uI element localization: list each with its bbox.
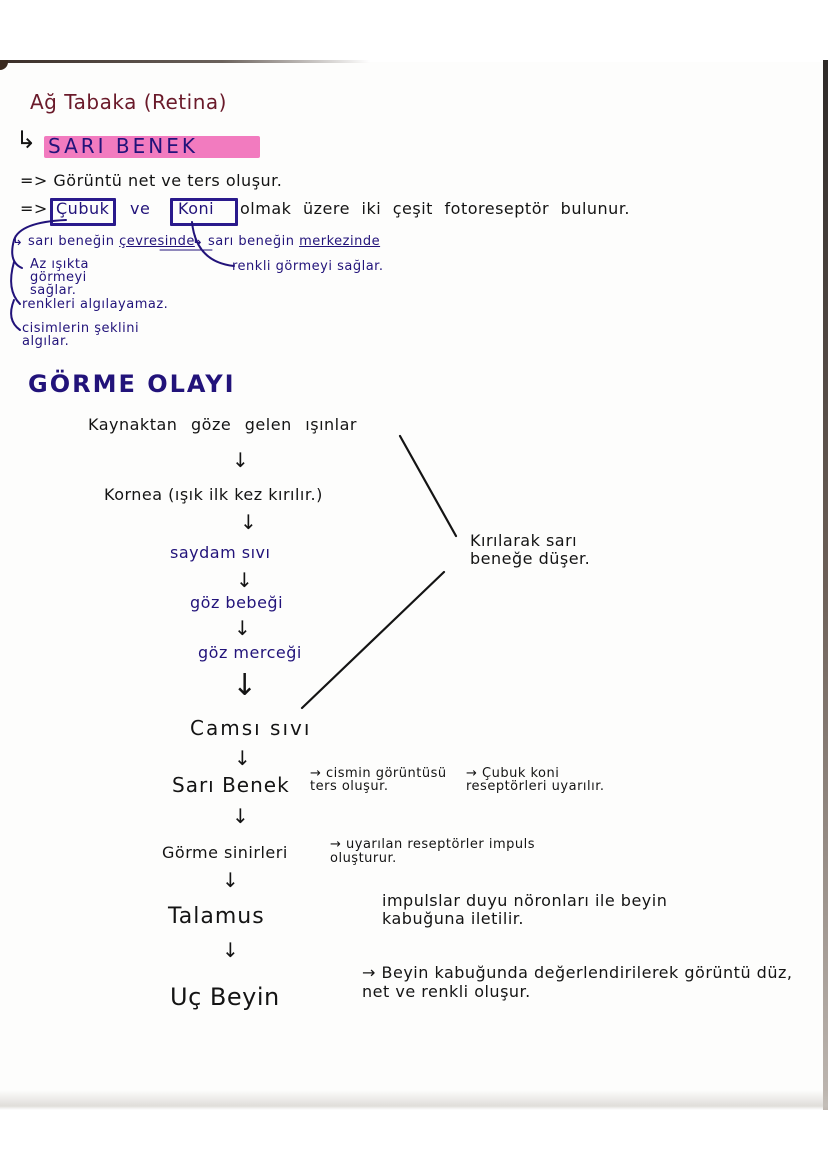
flow-step-8: Görme sinirleri bbox=[162, 843, 288, 862]
bullet-text: olmak üzere iki çeşit fotoreseptör bulun… bbox=[240, 199, 631, 218]
implies-arrow: => bbox=[20, 199, 48, 218]
down-arrow-icon: ↓ bbox=[234, 616, 251, 640]
down-arrow-icon: ↓ bbox=[222, 938, 239, 962]
flow-step-4: göz bebeği bbox=[190, 593, 284, 612]
branch-location: ↳ sarı beneğin bbox=[12, 234, 115, 249]
page-bottom-shadow bbox=[0, 1090, 828, 1110]
flow-note: → Beyin kabuğunda değerlendirilerek görü… bbox=[362, 963, 793, 1002]
flow-step-6: Camsı sıvı bbox=[190, 716, 312, 740]
flow-step-3: saydam sıvı bbox=[170, 543, 271, 562]
word-ve: ve bbox=[130, 199, 151, 218]
pink-highlight bbox=[44, 136, 260, 158]
flow-note: impulslar duyu nöronları ile beyin kabuğ… bbox=[382, 891, 668, 929]
down-arrow-icon: ↓ bbox=[236, 568, 253, 592]
cubuk-item-3: cisimlerin şeklini algılar. bbox=[22, 321, 140, 349]
bullet-text: Görüntü net ve ters oluşur. bbox=[53, 171, 283, 190]
cubuk-item-1: Az ışıkta görmeyi sağlar. bbox=[30, 257, 89, 298]
side-note-kirilarak: Kırılarak sarı beneğe düşer. bbox=[470, 531, 591, 568]
flow-step-10: Uç Beyin bbox=[170, 983, 280, 1011]
notebook-page bbox=[0, 62, 824, 1107]
page-right-edge bbox=[823, 60, 828, 1110]
flow-note: → uyarılan reseptörler impuls oluşturur. bbox=[330, 837, 536, 867]
branch-location: ↳ sarı beneğin bbox=[192, 234, 295, 249]
flow-note: → cismin görüntüsü ters oluşur. bbox=[310, 766, 447, 794]
flow-step-1: Kaynaktan göze gelen ışınlar bbox=[88, 415, 357, 434]
cubuk-item-2: renkleri algılayamaz. bbox=[22, 297, 169, 312]
down-arrow-icon: ↓ bbox=[222, 868, 239, 892]
implies-arrow: => bbox=[20, 171, 48, 190]
flow-step-9: Talamus bbox=[168, 904, 265, 929]
subheading-sari-benek: SARI BENEK bbox=[48, 134, 198, 158]
koni-item-1: renkli görmeyi sağlar. bbox=[232, 259, 384, 274]
branch-location-emph: merkezinde bbox=[299, 234, 381, 249]
page-top-edge bbox=[0, 60, 370, 63]
corner-arrow-icon: ↳ bbox=[16, 126, 37, 154]
down-arrow-icon: ↓ bbox=[232, 804, 249, 828]
cubuk-box bbox=[50, 198, 116, 226]
down-arrow-icon: ↓ bbox=[232, 448, 249, 472]
section-title-gorme-olayi: GÖRME OLAYI bbox=[28, 370, 236, 398]
term-cubuk: Çubuk bbox=[56, 199, 110, 218]
page-corner bbox=[0, 60, 8, 70]
down-arrow-icon: ↓ bbox=[240, 510, 257, 534]
section-title-retina: Ağ Tabaka (Retina) bbox=[30, 90, 227, 114]
down-arrow-icon: ↓ bbox=[234, 746, 251, 770]
term-koni: Koni bbox=[178, 199, 215, 218]
branch-location-emph: çevresinde bbox=[119, 234, 195, 249]
flow-step-5: göz merceği bbox=[198, 643, 302, 662]
flow-step-2: Kornea (ışık ilk kez kırılır.) bbox=[104, 485, 323, 504]
flow-note: → Çubuk koni reseptörleri uyarılır. bbox=[466, 766, 605, 794]
down-arrow-icon: ↓ bbox=[232, 668, 258, 703]
flow-step-7: Sarı Benek bbox=[172, 773, 290, 797]
